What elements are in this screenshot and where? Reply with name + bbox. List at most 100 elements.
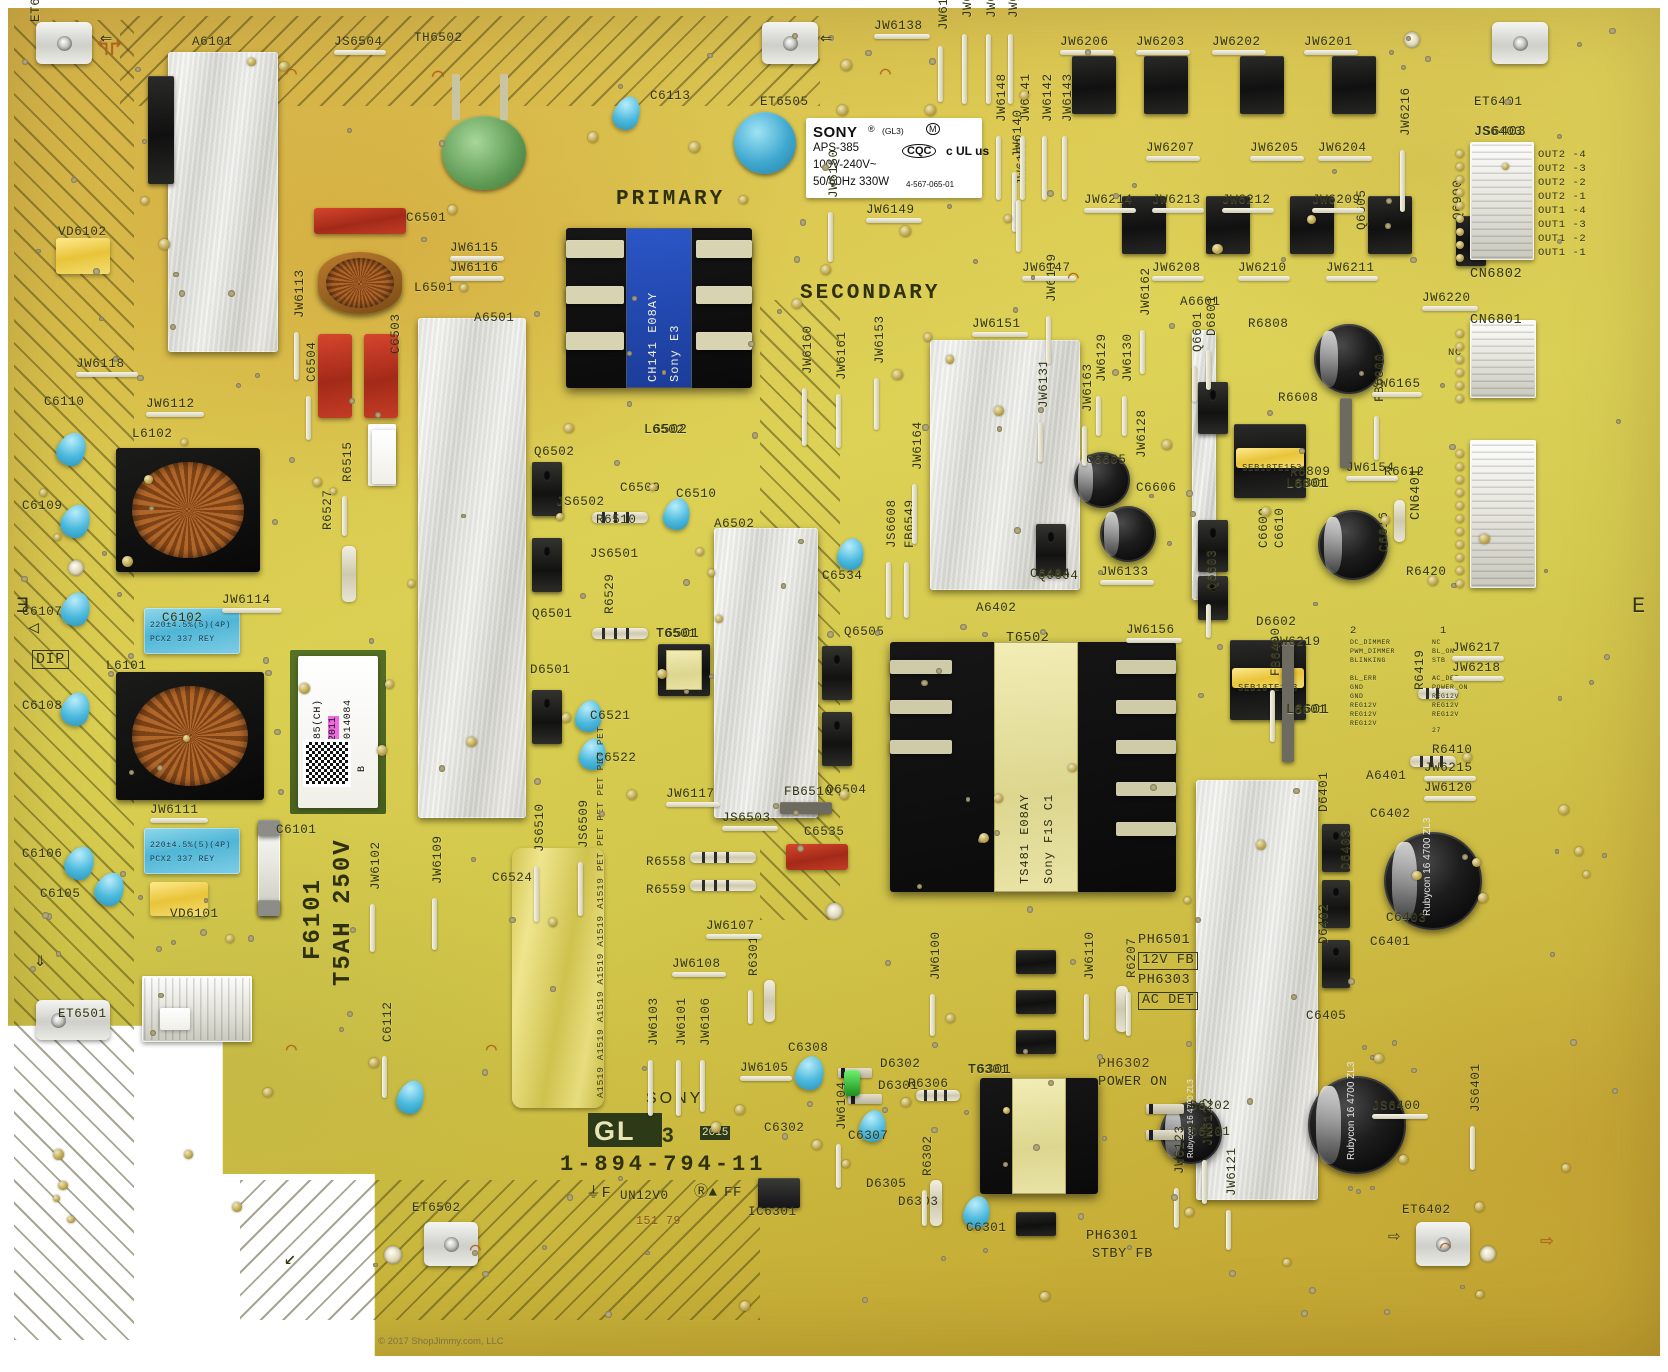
solder-pad <box>811 1140 822 1151</box>
silk-ph6301-function: STBY FB <box>1092 1247 1153 1262</box>
refdes-jw6201: JW6201 <box>1304 35 1353 49</box>
via <box>21 576 28 583</box>
via <box>509 916 516 924</box>
via <box>534 311 540 317</box>
via <box>1612 1088 1619 1095</box>
jumper-wire <box>1452 656 1504 661</box>
cn6802-pin-5: OUT1 -3 <box>1538 219 1587 231</box>
refdes-jw6219: JW6219 <box>1272 635 1321 649</box>
diode-d6501 <box>532 690 562 744</box>
connector-pin-pad <box>1456 476 1464 484</box>
via <box>128 769 134 775</box>
via <box>579 592 586 599</box>
solder-pad <box>53 533 62 542</box>
silk-orange-mark-5: ⌒ <box>286 1040 297 1060</box>
mounting-hole-left <box>68 560 84 576</box>
connector-pin-pad <box>1456 189 1464 197</box>
refdes-jw6161: JW6161 <box>835 331 849 380</box>
silk-ph6302-ref: PH6302 <box>1098 1057 1151 1072</box>
refdes-r6612: R6612 <box>1384 465 1425 479</box>
cn6401-right-2: STB <box>1432 657 1446 664</box>
via <box>826 631 834 638</box>
refdes-js6401: JS6401 <box>1469 1063 1483 1112</box>
fuse-f6101 <box>258 820 280 916</box>
via <box>1113 193 1119 199</box>
refdes-jw6133: JW6133 <box>1100 565 1149 579</box>
connector-pin-pad <box>1456 580 1464 588</box>
via <box>108 671 115 678</box>
jumper-wire <box>450 256 504 261</box>
refdes-d6403: D6403 <box>1339 829 1353 870</box>
refdes-jw6149: JW6149 <box>866 203 915 217</box>
silk-t6501-ref: T6501 <box>656 627 700 642</box>
refdes-d6201: D6201 <box>1190 1125 1231 1139</box>
refdes-d6303: D6303 <box>898 1195 939 1209</box>
cn6401-left-6: REG12V <box>1350 702 1378 709</box>
via <box>1461 854 1468 861</box>
refdes-jw6130: JW6130 <box>1121 333 1135 382</box>
silk-orange-mark-1: ↰↱ <box>96 37 123 62</box>
optocoupler-ph6301 <box>1016 1212 1056 1236</box>
via <box>1358 370 1364 377</box>
via <box>1084 49 1092 56</box>
diode-d6201 <box>1146 1130 1184 1140</box>
product-label-freq-power: 50/60Hz 330W <box>813 176 890 188</box>
solder-pad <box>1477 893 1488 904</box>
via <box>1217 644 1223 651</box>
jumper-wire <box>1374 416 1379 460</box>
via <box>994 830 1001 837</box>
via <box>1169 323 1175 329</box>
solder-pad <box>627 789 638 800</box>
solder-pad <box>447 205 458 215</box>
jumper-wire <box>986 34 991 104</box>
refdes-r6515: R6515 <box>341 441 355 482</box>
resistor-r6559 <box>690 880 756 891</box>
via <box>932 1042 938 1049</box>
transistor-q6601 <box>1198 382 1228 434</box>
ferrite-fb6400 <box>1282 642 1294 762</box>
optocoupler-ph6303 <box>1016 990 1056 1014</box>
solder-pad <box>924 105 936 116</box>
refdes-r6410: R6410 <box>1432 743 1473 757</box>
connector-cn6101 <box>142 976 252 1042</box>
refdes-et6505: ET6505 <box>760 95 809 109</box>
silk-js6403-ref: JS6403 <box>1474 125 1527 140</box>
solder-pad <box>561 713 571 723</box>
solder-pad <box>159 239 170 250</box>
transistor-q6501 <box>532 538 562 592</box>
via <box>605 1311 612 1318</box>
connector-pin-pad <box>1456 541 1464 549</box>
jumper-wire <box>972 332 1028 337</box>
refdes-jw6120: JW6120 <box>1424 781 1473 795</box>
refdes-r6302: R6302 <box>921 1135 935 1176</box>
jumper-wire <box>828 212 833 262</box>
via <box>799 218 807 226</box>
silk-secondary: SECONDARY <box>800 282 941 305</box>
via <box>598 811 605 818</box>
jumper-wire <box>1226 1210 1231 1250</box>
via <box>874 630 880 636</box>
silk-arrow-left-bottom: ↙ <box>284 1248 299 1271</box>
refdes-jw6210: JW6210 <box>1238 261 1287 275</box>
via <box>149 1029 156 1036</box>
silk-ph6501-function: 12V FB <box>1138 952 1199 970</box>
product-label-model: APS-385 <box>813 142 860 154</box>
via <box>1291 994 1298 1001</box>
refdes-c6105: C6105 <box>40 887 81 901</box>
jumper-wire <box>836 1144 841 1188</box>
via <box>346 127 353 134</box>
connector-pin-pad <box>1456 356 1464 364</box>
refdes-c6404: C6404 <box>1030 567 1071 581</box>
refdes-d6402: D6402 <box>1317 903 1331 944</box>
silk-l6801-ref: L6801 <box>1286 477 1330 492</box>
silk-ic6301-ref: IC6301 <box>748 1205 797 1219</box>
silk-edge-e-right: E <box>1632 594 1648 619</box>
via <box>134 66 141 73</box>
jumper-wire <box>676 1060 681 1116</box>
via <box>1384 1309 1390 1315</box>
led-green <box>844 1070 860 1096</box>
jumper-wire <box>1424 776 1476 781</box>
refdes-jw6118: JW6118 <box>76 357 125 371</box>
refdes-c6307: C6307 <box>848 1129 889 1143</box>
refdes-c6106: C6106 <box>22 847 63 861</box>
